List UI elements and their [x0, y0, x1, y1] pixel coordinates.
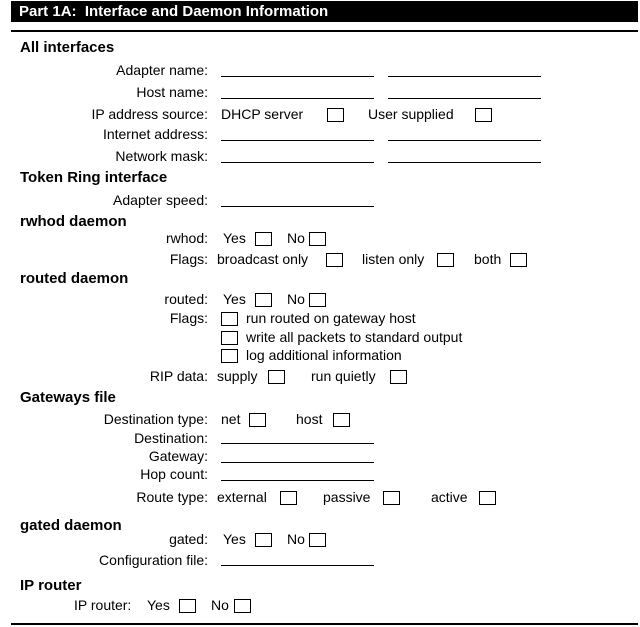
internet-address-label: Internet address: — [102, 126, 208, 142]
adapter-name-field-2[interactable] — [388, 76, 541, 77]
ip-router-no-label: No — [211, 597, 229, 613]
rwhod-flags-label: Flags: — [169, 251, 208, 267]
active-checkbox[interactable] — [479, 491, 496, 505]
log-additional-checkbox[interactable] — [221, 349, 238, 363]
top-rule — [11, 30, 638, 32]
user-supplied-checkbox[interactable] — [475, 108, 492, 122]
broadcast-only-checkbox[interactable] — [326, 253, 343, 267]
routed-no-label: No — [287, 291, 305, 307]
both-label: both — [474, 251, 502, 267]
gated-no-checkbox[interactable] — [309, 533, 326, 547]
broadcast-only-label: broadcast only — [217, 251, 309, 267]
ip-router-label: IP router: — [74, 597, 132, 613]
external-label: external — [217, 489, 267, 505]
listen-only-checkbox[interactable] — [437, 253, 454, 267]
net-label: net — [221, 411, 241, 427]
section-gateways-file: Gateways file — [20, 389, 116, 406]
run-routed-gateway-label: run routed on gateway host — [246, 310, 416, 326]
host-name-field-1[interactable] — [221, 98, 374, 99]
internet-address-field-2[interactable] — [388, 140, 541, 141]
net-checkbox[interactable] — [249, 413, 266, 427]
log-additional-label: log additional information — [246, 347, 402, 363]
rip-data-label: RIP data: — [149, 368, 208, 384]
dhcp-server-label: DHCP server — [221, 106, 304, 122]
gated-no-label: No — [287, 531, 305, 547]
section-rwhod: rwhod daemon — [20, 213, 127, 230]
gateway-field[interactable] — [221, 462, 374, 463]
gated-label: gated: — [169, 531, 208, 547]
ip-address-source-label: IP address source: — [91, 106, 208, 122]
adapter-name-label: Adapter name: — [116, 62, 208, 78]
gateway-label: Gateway: — [148, 448, 208, 464]
section-token-ring: Token Ring interface — [20, 169, 168, 186]
gated-yes-label: Yes — [223, 531, 246, 547]
user-supplied-label: User supplied — [368, 106, 454, 122]
rwhod-yes-checkbox[interactable] — [255, 232, 272, 246]
rwhod-label: rwhod: — [165, 230, 208, 246]
hop-count-field[interactable] — [221, 480, 374, 481]
bottom-rule — [11, 623, 638, 625]
destination-field[interactable] — [221, 443, 374, 444]
run-routed-gateway-checkbox[interactable] — [221, 312, 238, 326]
supply-checkbox[interactable] — [268, 370, 285, 384]
destination-type-label: Destination type: — [103, 411, 208, 427]
destination-label: Destination: — [134, 430, 208, 446]
supply-label: supply — [217, 368, 258, 384]
section-ip-router: IP router — [20, 577, 82, 594]
passive-checkbox[interactable] — [383, 491, 400, 505]
network-mask-label: Network mask: — [115, 148, 208, 164]
gated-yes-checkbox[interactable] — [255, 533, 272, 547]
ip-router-yes-label: Yes — [147, 597, 170, 613]
host-label: host — [296, 411, 323, 427]
routed-yes-label: Yes — [223, 291, 246, 307]
adapter-speed-field[interactable] — [221, 206, 374, 207]
route-type-label: Route type: — [136, 489, 208, 505]
both-checkbox[interactable] — [510, 253, 527, 267]
host-name-field-2[interactable] — [388, 98, 541, 99]
adapter-speed-label: Adapter speed: — [113, 192, 208, 208]
external-checkbox[interactable] — [280, 491, 297, 505]
dhcp-server-checkbox[interactable] — [327, 108, 344, 122]
configuration-file-field[interactable] — [221, 565, 374, 566]
write-all-packets-checkbox[interactable] — [221, 331, 238, 345]
ip-router-yes-checkbox[interactable] — [179, 599, 196, 613]
active-label: active — [431, 489, 468, 505]
internet-address-field-1[interactable] — [221, 140, 374, 141]
form-title: Part 1A: Interface and Daemon Informatio… — [11, 1, 638, 22]
ip-router-no-checkbox[interactable] — [234, 599, 251, 613]
section-routed: routed daemon — [20, 270, 129, 287]
routed-flags-label: Flags: — [169, 310, 208, 326]
host-checkbox[interactable] — [333, 413, 350, 427]
hop-count-label: Hop count: — [140, 466, 208, 482]
run-quietly-label: run quietly — [311, 368, 376, 384]
section-all-interfaces: All interfaces — [20, 39, 115, 56]
listen-only-label: listen only — [362, 251, 425, 267]
host-name-label: Host name: — [136, 84, 208, 100]
routed-no-checkbox[interactable] — [309, 293, 326, 307]
network-mask-field-2[interactable] — [388, 162, 541, 163]
routed-label: routed: — [164, 291, 208, 307]
configuration-file-label: Configuration file: — [99, 552, 208, 568]
routed-yes-checkbox[interactable] — [255, 293, 272, 307]
passive-label: passive — [323, 489, 371, 505]
network-mask-field-1[interactable] — [221, 162, 374, 163]
write-all-packets-label: write all packets to standard output — [246, 329, 463, 345]
adapter-name-field-1[interactable] — [221, 76, 374, 77]
rwhod-yes-label: Yes — [223, 230, 246, 246]
rwhod-no-checkbox[interactable] — [309, 232, 326, 246]
section-gated: gated daemon — [20, 517, 122, 534]
rwhod-no-label: No — [287, 230, 305, 246]
run-quietly-checkbox[interactable] — [390, 370, 407, 384]
